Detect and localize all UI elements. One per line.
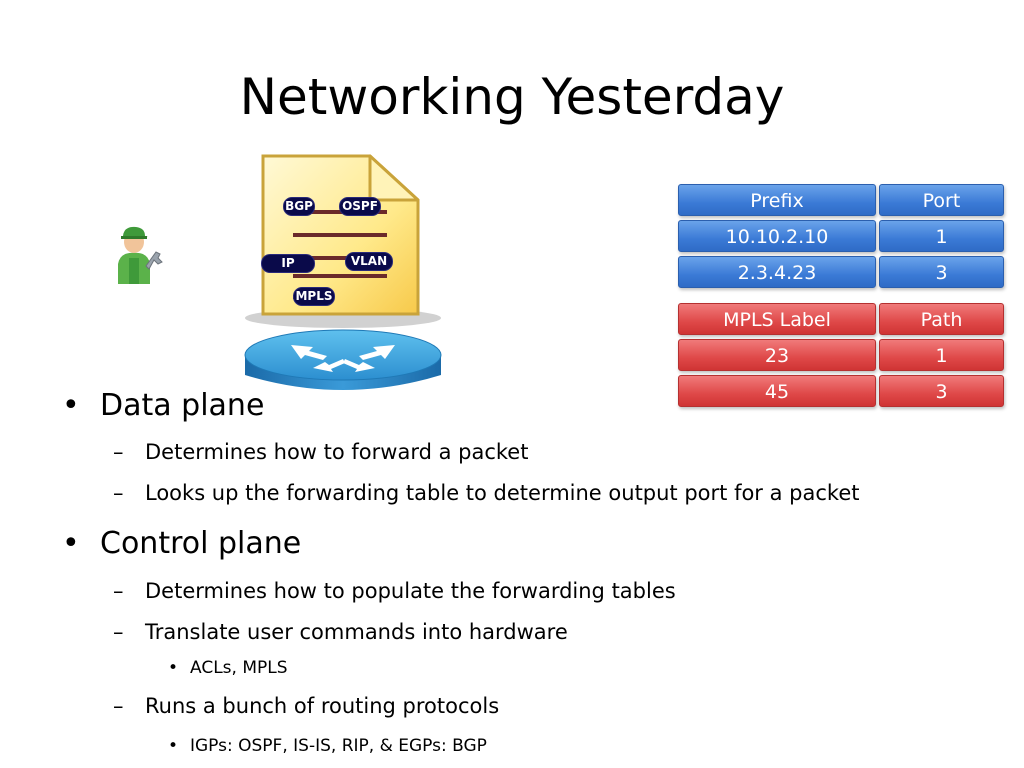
sub-sub-bullet-text: IGPs: OSPF, IS-IS, RIP, & EGPs: BGP [190,736,487,756]
dash-marker: – [113,694,124,718]
ip-tag: IP [261,254,315,273]
forwarding-cell-prefix: 2.3.4.23 [678,256,876,288]
mpls-header-label: MPLS Label [678,303,876,335]
mpls-tag: MPLS [293,287,335,306]
bgp-tag: BGP [283,197,315,216]
bullet-text: Data plane [100,388,265,423]
bullet-marker: • [168,736,179,756]
dash-marker: – [113,481,124,505]
sub-bullet-text: Determines how to forward a packet [145,440,529,464]
mpls-cell-label: 23 [678,339,876,371]
slide-title: Networking Yesterday [239,68,785,126]
mpls-cell-path: 3 [879,375,1004,407]
forwarding-header-prefix: Prefix [678,184,876,216]
bullet-text: Control plane [100,526,302,561]
sub-sub-bullet-text: ACLs, MPLS [190,658,288,678]
dash-marker: – [113,579,124,603]
forwarding-cell-prefix: 10.10.2.10 [678,220,876,252]
mpls-cell-label: 45 [678,375,876,407]
technician-icon [112,222,164,284]
dash-marker: – [113,620,124,644]
config-document-router-illustration: BGP OSPF IP VLAN MPLS [235,150,450,400]
sub-bullet-text: Determines how to populate the forwardin… [145,579,676,603]
bullet-marker: • [62,388,80,423]
bullet-marker: • [62,526,80,561]
mpls-header-path: Path [879,303,1004,335]
forwarding-cell-port: 1 [879,220,1004,252]
dash-marker: – [113,440,124,464]
bullet-marker: • [168,658,179,678]
sub-bullet-text: Runs a bunch of routing protocols [145,694,500,718]
forwarding-header-port: Port [879,184,1004,216]
mpls-cell-path: 1 [879,339,1004,371]
forwarding-cell-port: 3 [879,256,1004,288]
vlan-tag: VLAN [345,252,393,271]
sub-bullet-text: Translate user commands into hardware [145,620,568,644]
ospf-tag: OSPF [339,197,381,216]
sub-bullet-text: Looks up the forwarding table to determi… [145,481,860,505]
